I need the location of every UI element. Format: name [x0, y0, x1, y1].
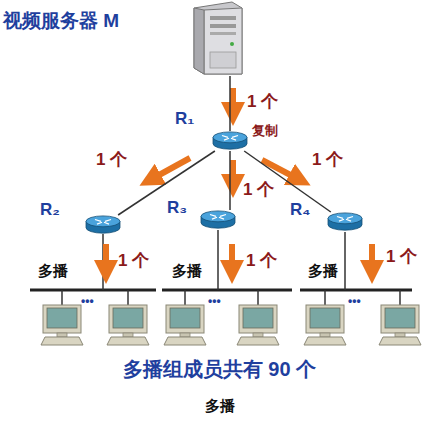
- multicast-tag: 多播: [172, 262, 202, 281]
- router-icon: [327, 212, 363, 232]
- flow-count: 1 个: [386, 245, 417, 268]
- router-label: R₂: [40, 200, 60, 220]
- router-icon: [212, 131, 248, 151]
- ellipsis-dots: •••: [81, 294, 94, 308]
- host-computer: [41, 305, 421, 345]
- link-line: [229, 76, 231, 131]
- lan-bus: [30, 289, 412, 292]
- server-label: 视频服务器 M: [3, 8, 119, 34]
- flow-count: 1 个: [246, 249, 277, 272]
- router-node: R₂: [85, 215, 121, 235]
- member-count: 多播组成员共有 90 个: [0, 356, 439, 383]
- router-node: R₃: [200, 210, 236, 230]
- router-label: R₄: [290, 200, 310, 220]
- router-icon: [200, 210, 236, 230]
- multicast-tag: 多播: [38, 262, 68, 281]
- flow-count: 1 个: [247, 90, 278, 113]
- router-icon: [85, 215, 121, 235]
- flow-count: 1 个: [118, 249, 149, 272]
- ellipsis-dots: •••: [348, 294, 361, 308]
- flow-arrow: [106, 88, 372, 272]
- server-node: 视频服务器 M: [192, 0, 244, 76]
- flow-count: 1 个: [312, 148, 343, 171]
- link-line: [118, 151, 215, 215]
- flow-count: 1 个: [96, 148, 127, 171]
- router-label: R₁: [175, 109, 194, 129]
- figure-caption: 多播: [0, 397, 439, 416]
- server-icon: [192, 0, 244, 76]
- link-line: [229, 151, 231, 210]
- router-label: R₃: [167, 198, 187, 218]
- router-node: R₄: [327, 212, 363, 232]
- router-node: R₁: [212, 131, 248, 151]
- router-lan-wire: [103, 230, 345, 290]
- copy-note: 复制: [252, 122, 278, 140]
- multicast-tag: 多播: [308, 262, 338, 281]
- ellipsis-dots: •••: [208, 294, 221, 308]
- flow-count: 1 个: [243, 178, 274, 201]
